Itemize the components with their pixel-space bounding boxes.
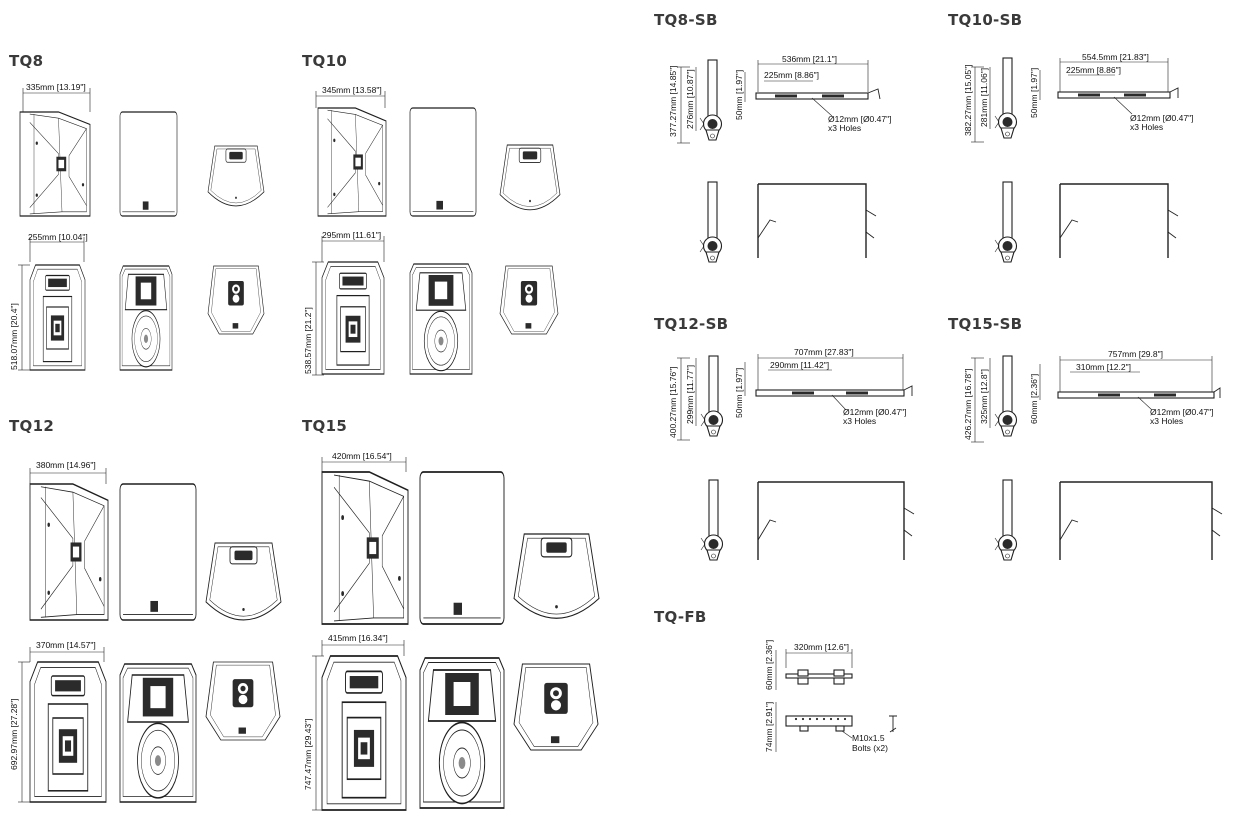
tq15-front-view	[419, 471, 505, 625]
tq15-sb-title: TQ15-SB	[948, 315, 1023, 333]
tq8-wedge-view	[207, 145, 265, 207]
tq10-sb-holes-label: Ø12mm [Ø0.47"]	[1130, 113, 1193, 123]
tq8-wedge-rear-view	[207, 265, 265, 335]
tq12-sb-holes-count: x3 Holes	[843, 416, 876, 426]
tq15-sb-drawing: 426.27mm [16.78"] 325mm [12.8"] 60mm [2.…	[963, 349, 1223, 561]
tq-fb-length-label: 320mm [12.6"]	[794, 642, 849, 652]
tq10-sb-holes-count: x3 Holes	[1130, 122, 1163, 132]
tq15-side-view	[321, 471, 409, 625]
tq8-sb-length-label: 536mm [21.1"]	[782, 54, 837, 64]
tq12-depth-label: 370mm [14.57"]	[36, 640, 96, 650]
tq15-sb-holes-label: Ø12mm [Ø0.47"]	[1150, 407, 1213, 417]
tq10-sb-title: TQ10-SB	[948, 11, 1023, 29]
tq12-depth-dim: 370mm [14.57"]	[29, 640, 105, 662]
tq8-sb-holes-label: Ø12mm [Ø0.47"]	[828, 114, 891, 124]
tq12-side-view	[29, 483, 109, 621]
tq15-width-dim: 420mm [16.54"]	[321, 451, 407, 472]
tq10-depth-label: 295mm [11.61"]	[322, 230, 381, 240]
tq8-depth-label: 255mm [10.04"]	[28, 232, 88, 242]
tq15-sb-height2-label: 325mm [12.8"]	[979, 369, 989, 424]
tq15-sb-length-label: 757mm [29.8"]	[1108, 349, 1163, 359]
tq10-wedge-rear-view	[499, 265, 559, 335]
tq8-sb-height1-label: 377.27mm [14.85"]	[668, 65, 678, 137]
tq12-front-view	[119, 483, 197, 621]
tq8-title: TQ8	[9, 52, 44, 70]
tq12-rear-view	[29, 661, 107, 803]
tq12-sb-holes-label: Ø12mm [Ø0.47"]	[843, 407, 906, 417]
tq8-side-view	[19, 111, 91, 217]
tq10-front-view	[409, 107, 477, 217]
tq12-sb-length-label: 707mm [27.83"]	[794, 347, 854, 357]
tq8-sb-height2-label: 276mm [10.87"]	[685, 69, 695, 129]
tq15-sb-spacing-label: 310mm [12.2"]	[1076, 362, 1131, 372]
tq10-sb-height1-label: 382.27mm [15.05"]	[963, 64, 973, 136]
tq15-depth-dim: 415mm [16.34"]	[321, 633, 405, 656]
tq-fb-bolt-label: M10x1.5	[852, 733, 885, 743]
tq10-height-label: 538.57mm [21.2"]	[303, 307, 313, 374]
tq12-sb-height1-label: 400.27mm [15.76"]	[668, 366, 678, 438]
tq10-title: TQ10	[302, 52, 348, 70]
tq12-wedge-rear-view	[205, 661, 281, 741]
tq15-title: TQ15	[302, 417, 348, 435]
tq15-sb-holes-count: x3 Holes	[1150, 416, 1183, 426]
tq15-height-label: 747.47mm [29.43"]	[303, 718, 313, 790]
tq15-wedge-view	[513, 533, 600, 619]
tq12-wedge-view	[205, 542, 282, 621]
tq-fb-height2-label: 74mm [2.91"]	[764, 702, 774, 752]
tq12-width-dim: 380mm [14.96"]	[29, 460, 107, 484]
tq10-depth-dim: 295mm [11.61"]	[321, 230, 385, 262]
tq-fb-drawing: 320mm [12.6"] 60mm [2.36"] 74mm [2.91"] …	[764, 640, 897, 753]
tq12-sb-height2-label: 299mm [11.77"]	[685, 365, 695, 424]
tq8-height-label: 518.07mm [20.4"]	[9, 303, 19, 370]
tq8-sb-height3-label: 50mm [1.97"]	[734, 70, 744, 120]
tq12-title: TQ12	[9, 417, 55, 435]
tq10-sb-drawing: 382.27mm [15.05"] 281mm [11.06"] 50mm [1…	[963, 52, 1193, 263]
tq15-width-label: 420mm [16.54"]	[332, 451, 392, 461]
tq12-sb-spacing-label: 290mm [11.42"]	[770, 360, 829, 370]
tq10-sb-spacing-label: 225mm [8.86"]	[1066, 65, 1121, 75]
tq8-height-dim: 518.07mm [20.4"]	[9, 264, 30, 371]
tq10-woofer-view	[409, 263, 473, 375]
tq8-sb-title: TQ8-SB	[654, 11, 718, 29]
tq10-height-dim: 538.57mm [21.2"]	[303, 261, 324, 376]
tq15-depth-label: 415mm [16.34"]	[328, 633, 388, 643]
tq8-width-label: 335mm [13.19"]	[26, 82, 86, 92]
tq10-side-view	[317, 107, 387, 217]
tq8-sb-spacing-label: 225mm [8.86"]	[764, 70, 819, 80]
tq10-sb-height3-label: 50mm [1.97"]	[1029, 68, 1039, 118]
tq15-sb-height3-label: 60mm [2.36"]	[1029, 374, 1039, 424]
tq12-width-label: 380mm [14.96"]	[36, 460, 96, 470]
tq-fb-height1-label: 60mm [2.36"]	[764, 640, 774, 690]
tq12-sb-title: TQ12-SB	[654, 315, 729, 333]
tq-fb-title: TQ-FB	[654, 608, 707, 626]
tq10-rear-view	[321, 261, 385, 375]
tq12-sb-drawing: 400.27mm [15.76"] 299mm [11.77"] 50mm [1…	[668, 347, 915, 561]
tq12-height-label: 692.97mm [27.28"]	[9, 698, 19, 770]
tq15-wedge-rear-view	[513, 663, 599, 751]
tq8-sb-drawing: 377.27mm [14.85"] 276mm [10.87"] 50mm [1…	[668, 54, 891, 263]
tq10-sb-height2-label: 281mm [11.06"]	[979, 68, 989, 127]
tq15-rear-view	[321, 655, 407, 811]
tq8-front-view	[119, 111, 178, 217]
tq12-woofer-view	[119, 663, 197, 803]
tq8-width-dim: 335mm [13.19"]	[22, 82, 91, 112]
tq10-width-dim: 345mm [13.58"]	[315, 85, 386, 108]
tq8-rear-view	[29, 264, 86, 371]
tq8-depth-dim: 255mm [10.04"]	[28, 232, 88, 262]
tq15-sb-height1-label: 426.27mm [16.78"]	[963, 368, 973, 440]
tq8-sb-holes-count: x3 Holes	[828, 123, 861, 133]
tq8-woofer-view	[119, 265, 173, 371]
tq12-sb-height3-label: 50mm [1.97"]	[734, 368, 744, 418]
tq10-width-label: 345mm [13.58"]	[322, 85, 382, 95]
tq10-sb-length-label: 554.5mm [21.83"]	[1082, 52, 1149, 62]
tq15-height-dim: 747.47mm [29.43"]	[303, 655, 324, 811]
tq10-wedge-view	[499, 144, 561, 211]
tq12-height-dim: 692.97mm [27.28"]	[9, 661, 30, 803]
tq-fb-bolt-count: Bolts (x2)	[852, 743, 888, 753]
tq15-woofer-view	[419, 657, 505, 809]
